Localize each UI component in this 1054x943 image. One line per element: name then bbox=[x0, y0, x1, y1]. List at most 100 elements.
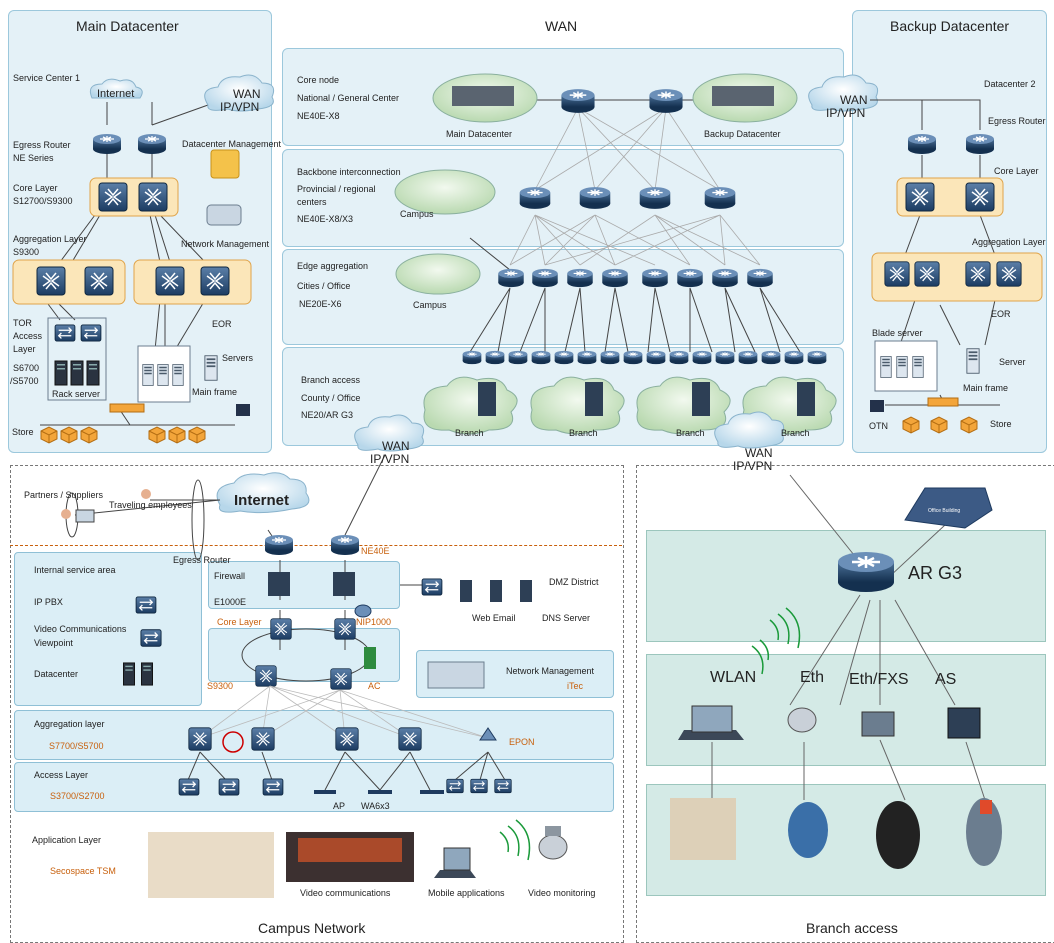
as-label: AS bbox=[935, 671, 957, 688]
ar-g3-label: AR G3 bbox=[908, 563, 963, 583]
access-layer-label: Access Layer bbox=[34, 770, 89, 780]
store-label-backup: Store bbox=[990, 419, 1012, 429]
core-model-label: NE40E-X8 bbox=[297, 111, 340, 121]
viewpoint-label: Viewpoint bbox=[34, 638, 73, 648]
core-layer-label-campus: Core Layer bbox=[217, 617, 262, 627]
internal-service-area-label: Internal service area bbox=[34, 565, 116, 575]
store-label-main: Store bbox=[12, 427, 34, 437]
video-communications-label: Video communications bbox=[300, 888, 391, 898]
e1000e-label: E1000E bbox=[214, 597, 247, 607]
core-layer-label: Core Layer bbox=[13, 183, 58, 193]
wan-label-campus: WAN bbox=[382, 439, 410, 453]
firewall-label: Firewall bbox=[214, 571, 246, 581]
dmz-label: DMZ District bbox=[549, 577, 599, 587]
internet-label-campus: Internet bbox=[234, 492, 290, 509]
main-datacenter-node-label: Main Datacenter bbox=[446, 129, 513, 139]
network-management-icon bbox=[206, 204, 242, 226]
main-frame-label-backup: Main frame bbox=[963, 383, 1009, 393]
nip1000-label: NIP1000 bbox=[356, 617, 392, 627]
video-monitoring-label: Video monitoring bbox=[528, 888, 596, 898]
service-center-label: Service Center 1 bbox=[13, 73, 81, 83]
eor-label-backup: EOR bbox=[991, 309, 1011, 319]
wan-title: WAN bbox=[545, 18, 578, 34]
backup-datacenter-title: Backup Datacenter bbox=[890, 18, 1010, 34]
otn-icon-main bbox=[236, 404, 250, 416]
core-layer-model-label: S12700/S9300 bbox=[13, 196, 73, 206]
aggregation-layer-label-backup: Aggregation Layer bbox=[972, 237, 1046, 247]
ne40e-label: NE40E bbox=[361, 546, 390, 556]
datacenter-management-icon bbox=[210, 149, 240, 179]
otn-label-backup: OTN bbox=[869, 421, 888, 431]
ipvpn-label-branch: IP/VPN bbox=[733, 459, 773, 473]
backbone-model-label: NE40E-X8/X3 bbox=[297, 214, 354, 224]
firewall-panel bbox=[208, 561, 400, 609]
partners-label: Partners / Suppliers bbox=[24, 490, 104, 500]
rack-server-label: Rack server bbox=[52, 389, 101, 399]
access-model-label: S3700/S2700 bbox=[50, 791, 105, 801]
edge-aggregation-label: Edge aggregation bbox=[297, 261, 369, 271]
ipvpn-label-main: IP/VPN bbox=[220, 100, 260, 114]
ac-icon bbox=[364, 647, 376, 669]
eth-fxs-label: Eth/FXS bbox=[849, 671, 909, 688]
office-people-photo bbox=[670, 798, 736, 860]
branch-access-title: Branch access bbox=[806, 920, 898, 936]
backup-datacenter-node-label: Backup Datacenter bbox=[704, 129, 781, 139]
server-label-backup: Server bbox=[999, 357, 1026, 367]
backbone-provincial-label: Provincial / regional bbox=[297, 184, 376, 194]
main-frame-label: Main frame bbox=[192, 387, 238, 397]
office-building-label: Office Building bbox=[928, 508, 961, 514]
network-management-label: Network Management bbox=[181, 239, 270, 249]
campus-internet-border bbox=[10, 545, 622, 546]
branch-access-label: Branch access bbox=[301, 375, 361, 385]
ac-label: AC bbox=[368, 681, 381, 691]
edge-cities-label: Cities / Office bbox=[297, 281, 351, 291]
network-management-label-campus: Network Management bbox=[506, 666, 595, 676]
core-node-label: Core node bbox=[297, 75, 340, 85]
tor-model2-label: /S5700 bbox=[10, 376, 39, 386]
ipvpn-label-campus: IP/VPN bbox=[370, 452, 410, 466]
tor-label: TOR bbox=[13, 318, 32, 328]
epon-label: EPON bbox=[509, 737, 535, 747]
backbone-label: Backbone interconnection bbox=[297, 167, 401, 177]
application-layer-label: Application Layer bbox=[32, 835, 102, 845]
traveling-employees-label: Traveling employees bbox=[109, 500, 192, 510]
tor-layer-label: Layer bbox=[13, 344, 36, 354]
video-comm-label: Video Communications bbox=[34, 624, 127, 634]
internal-service-area-panel bbox=[14, 552, 202, 706]
egress-router-label-campus: Egress Router bbox=[173, 555, 231, 565]
edge-model-label: NE20E-X6 bbox=[299, 299, 342, 309]
wan-label-backup: WAN bbox=[840, 93, 868, 107]
aggregation-model-label-campus: S7700/S5700 bbox=[49, 741, 104, 751]
wan-backbone-tier bbox=[282, 149, 844, 247]
datacenter-2-label: Datacenter 2 bbox=[984, 79, 1036, 89]
s9300-label: S9300 bbox=[207, 681, 234, 691]
aggregation-layer-panel bbox=[14, 710, 614, 760]
branch-label-4: Branch bbox=[781, 428, 810, 438]
blade-server-label: Blade server bbox=[872, 328, 923, 338]
wan-label-main: WAN bbox=[233, 87, 261, 101]
branch-county-label: County / Office bbox=[301, 393, 361, 403]
dns-server-label: DNS Server bbox=[542, 613, 591, 623]
aggregation-layer-label: Aggregation Layer bbox=[13, 234, 87, 244]
aggregation-model-label: S9300 bbox=[13, 247, 40, 257]
campus-network-title: Campus Network bbox=[258, 920, 366, 936]
ip-pbx-label: IP PBX bbox=[34, 597, 63, 607]
wan-label-branch: WAN bbox=[745, 446, 773, 460]
internet-label: Internet bbox=[97, 88, 135, 100]
wa6x3-label: WA6x3 bbox=[361, 801, 390, 811]
web-email-label: Web Email bbox=[472, 613, 516, 623]
egress-router-label-backup: Egress Router bbox=[988, 116, 1046, 126]
campus-label-backbone: Campus bbox=[400, 209, 434, 219]
branch-label-3: Branch bbox=[676, 428, 705, 438]
ipvpn-label-backup: IP/VPN bbox=[826, 106, 866, 120]
ap-label: AP bbox=[333, 801, 346, 811]
branch-label-2: Branch bbox=[569, 428, 598, 438]
campus-label-edge: Campus bbox=[413, 300, 447, 310]
core-layer-label-backup: Core Layer bbox=[994, 166, 1039, 176]
branch-model-label: NE20/AR G3 bbox=[301, 410, 354, 420]
ne-series-label: NE Series bbox=[13, 153, 54, 163]
egress-router-label: Egress Router bbox=[13, 140, 71, 150]
branch-label-1: Branch bbox=[455, 428, 484, 438]
main-datacenter-title: Main Datacenter bbox=[76, 18, 179, 34]
